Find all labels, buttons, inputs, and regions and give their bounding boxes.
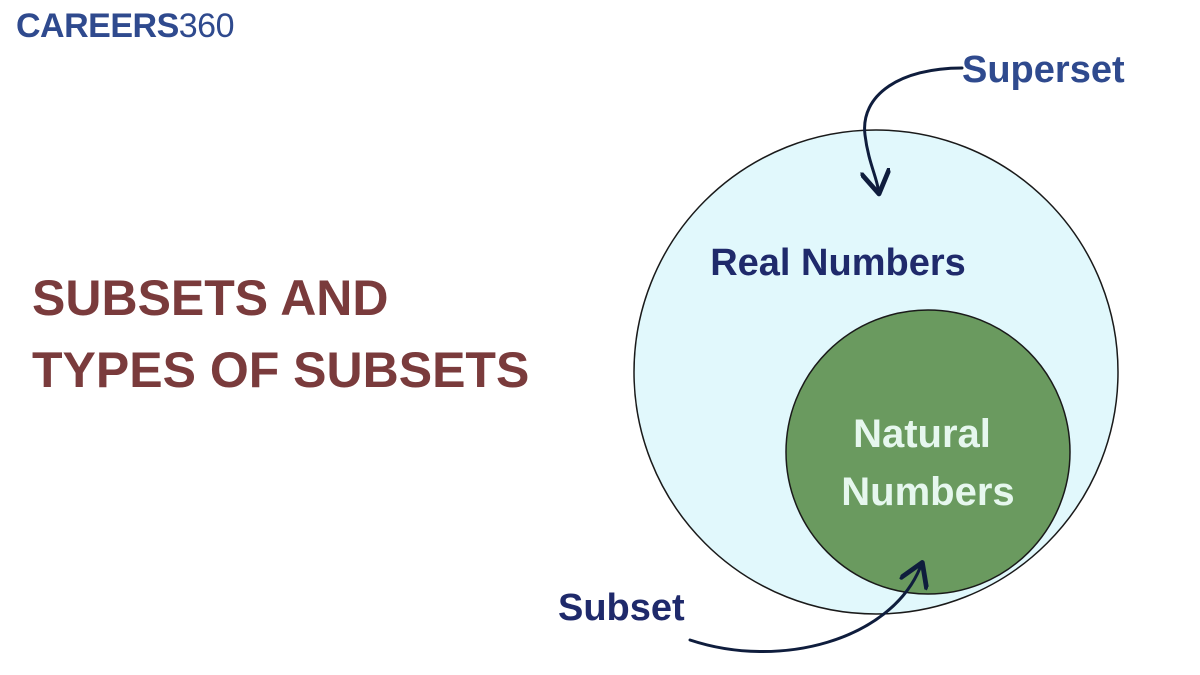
careers360-logo: CAREERS360 <box>16 8 234 44</box>
subset-circle <box>785 309 1071 595</box>
title-line-1: SUBSETS AND <box>32 270 389 326</box>
subset-arrow <box>688 568 920 653</box>
inner-set-label-line2: Numbers <box>841 470 1014 514</box>
logo-word: CAREERS <box>16 7 179 45</box>
logo-number: 360 <box>178 7 235 45</box>
page-title: SUBSETS AND TYPES OF SUBSETS <box>32 262 529 406</box>
subset-label: Subset <box>558 587 685 629</box>
title-line-2: TYPES OF SUBSETS <box>32 342 530 398</box>
inner-set-label-line1: Natural <box>853 412 991 456</box>
outer-set-label: Real Numbers <box>710 242 966 284</box>
superset-arrow <box>865 66 964 188</box>
superset-label: Superset <box>962 49 1125 91</box>
